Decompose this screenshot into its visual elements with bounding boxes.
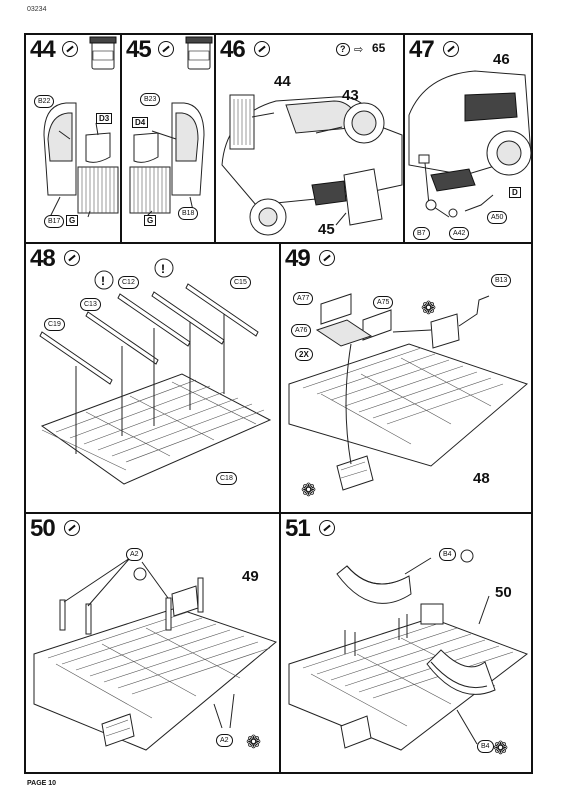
glue-icon [64,250,80,266]
step-48-panel: 48 ! ! C12 C15 C13 C19 C18 [24,242,281,514]
floor-assembly-illustration: ! ! [39,258,272,485]
svg-text:!: ! [101,274,105,288]
door-illustration [43,36,119,218]
callout-b7: B7 [413,227,430,240]
callout-a50: A50 [487,211,508,224]
step-49-panel: 49 ❁ ❁ A77 A75 B13 A76 2X 48 [279,242,533,514]
floor-crate-illustration: ❁ ❁ [288,293,528,501]
step-50-panel: 50 ❁ A2 A2 49 [24,512,281,774]
callout-c13: C13 [80,298,101,311]
callout-b17: B17 [44,215,65,228]
step-number: 45 [126,36,152,63]
callout-c12: C12 [118,276,139,289]
step-number: 44 [30,36,56,63]
step-number: 50 [30,515,56,542]
floor-stakes-illustration: ❁ [33,557,278,753]
callout-b4-lower: B4 [477,740,494,753]
step-47-panel: 47 46 D A50 B7 A42 [403,33,533,244]
callout-b18: B18 [178,207,199,220]
label-48: 48 [473,470,490,487]
callout-a2: A2 [126,548,143,561]
step-number: 49 [285,245,311,272]
glue-icon [443,41,459,57]
label-50: 50 [495,584,512,601]
step-51-panel: 51 ❁ B4 B4 50 [279,512,533,774]
glue-icon [254,41,270,57]
wheel-arch-illustration: ❁ [288,549,529,759]
callout-d3: D3 [96,113,113,124]
glue-icon [64,520,80,536]
svg-text:!: ! [161,262,165,276]
glue-icon [62,41,78,57]
callout-a42: A42 [449,227,470,240]
callout-a77: A77 [293,292,314,305]
document-code: 03234 [27,6,47,13]
decal-icon: D [509,187,521,198]
step-number: 51 [285,515,311,542]
asterisk-icon: ❁ [246,732,261,753]
step-number: 46 [220,36,246,63]
callout-a2-lower: A2 [216,734,233,747]
paint-icon [185,36,213,44]
asterisk-icon: ❁ [421,298,436,319]
callout-c19: C19 [44,318,65,331]
truck-cab-illustration [221,94,403,236]
step-number: 47 [409,36,435,63]
asterisk-icon: ❁ [301,480,316,501]
attention-icon [154,258,174,278]
page-number: PAGE 10 [27,780,57,787]
step-44-panel: 44 B22 D3 B17 G [24,33,122,244]
callout-b4: B4 [439,548,456,561]
reference-page: 65 [372,41,386,55]
callout-c18: C18 [216,472,237,485]
label-45: 45 [318,221,335,238]
label-49: 49 [242,568,259,585]
glue-icon [158,41,174,57]
glue-icon [319,250,335,266]
paint-icon [133,567,147,581]
question-icon: ? [336,43,350,56]
paint-icon [89,36,117,44]
glue-icon [319,520,335,536]
paint-icon [460,549,474,563]
callout-g: G [66,215,79,226]
label-43: 43 [342,87,359,104]
callout-b13: B13 [491,274,512,287]
door-illustration [129,36,213,218]
callout-c15: C15 [230,276,251,289]
step-46-panel: 46 ? ⇨ 65 44 43 45 [214,33,405,244]
label-44: 44 [274,73,291,90]
callout-a76: A76 [291,324,312,337]
asterisk-icon: ❁ [493,738,508,759]
quantity-2x: 2X [295,348,313,361]
callout-a75: A75 [373,296,394,309]
callout-b22: B22 [34,95,55,108]
attention-icon [94,270,114,290]
callout-b23: B23 [140,93,161,106]
arrow-right-icon: ⇨ [354,44,364,56]
truck-rear-illustration [408,70,531,218]
step-number: 48 [30,245,56,272]
callout-d4: D4 [132,117,149,128]
step-45-panel: 45 B23 D4 G B18 [120,33,216,244]
callout-g: G [144,215,157,226]
label-46: 46 [493,51,510,68]
